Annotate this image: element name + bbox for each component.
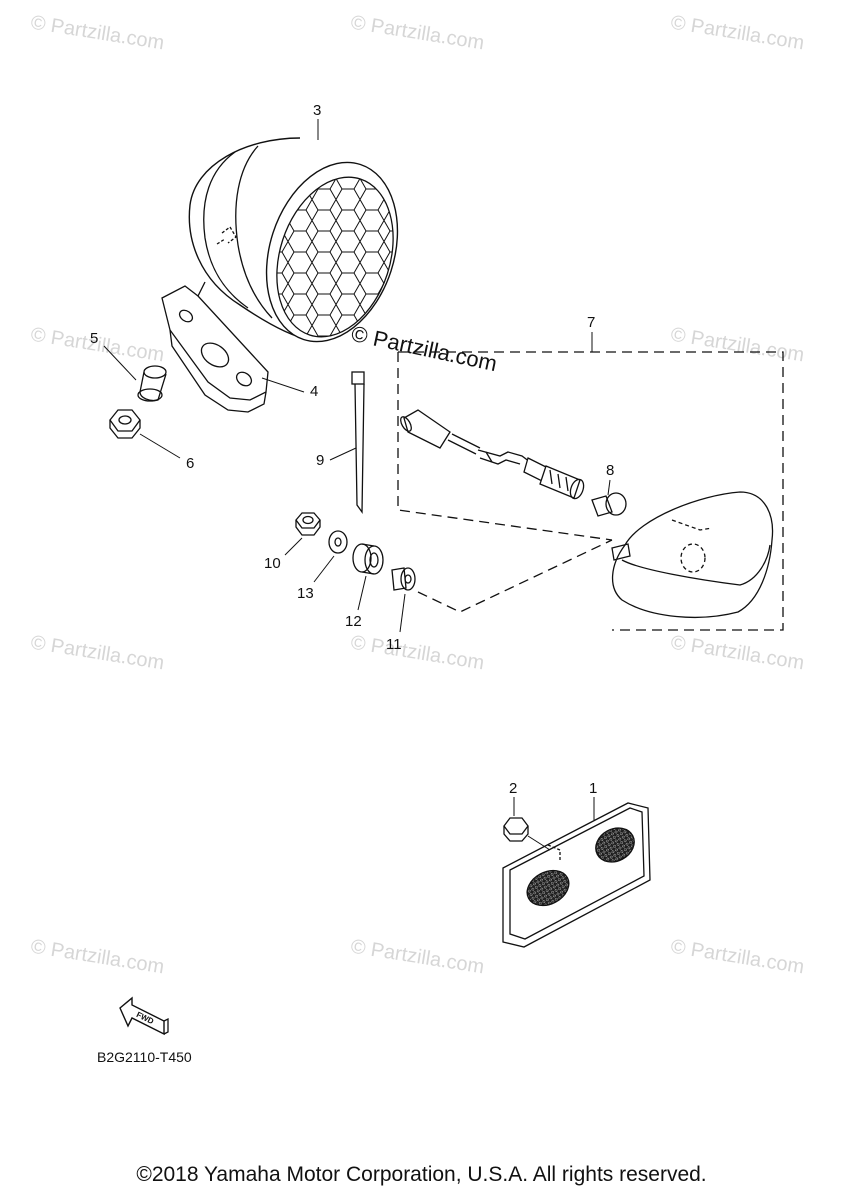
callout-11: 11 (386, 636, 402, 653)
turn-signal-lens (611, 491, 774, 618)
callout-6: 6 (186, 455, 195, 472)
callout-1: 1 (589, 780, 598, 797)
flanged-collar (391, 567, 416, 633)
callout-7: 7 (587, 314, 596, 331)
cable-tie (329, 371, 365, 514)
callout-4: 4 (310, 383, 319, 400)
callout-12: 12 (345, 613, 362, 630)
washer (313, 530, 348, 583)
callout-13: 13 (297, 585, 314, 602)
callout-10: 10 (264, 555, 281, 572)
grommet (352, 543, 384, 611)
callout-9: 9 (316, 452, 325, 469)
callout-3: 3 (313, 102, 322, 119)
forward-direction-arrow: FWD (119, 996, 169, 1036)
callout-2: 2 (509, 780, 518, 797)
collar (103, 345, 167, 402)
small-nut (284, 512, 321, 556)
callout-5: 5 (90, 330, 99, 347)
copyright-notice: ©2018 Yamaha Motor Corporation, U.S.A. A… (136, 1163, 707, 1186)
bracket (161, 281, 305, 413)
tail-lamp-housing (188, 119, 400, 343)
reflector (502, 797, 651, 948)
callout-8: 8 (606, 462, 615, 479)
reflector-nut (503, 797, 551, 851)
turn-signal-assembly (397, 332, 784, 631)
bulb (591, 479, 627, 517)
nut (109, 409, 181, 459)
diagram-code: B2G2110-T450 (97, 1049, 192, 1065)
